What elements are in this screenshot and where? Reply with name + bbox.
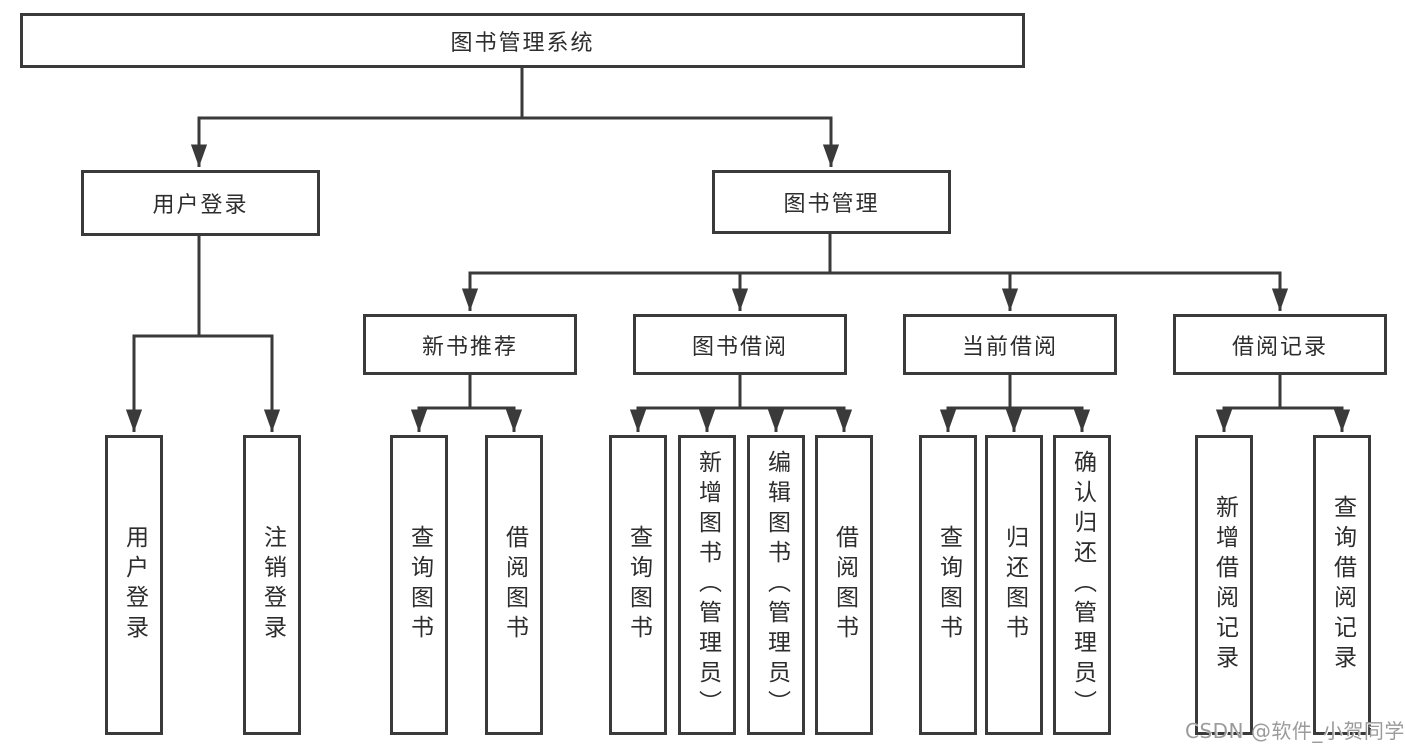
leaf-query-books-recommend: 查询图书 <box>390 435 448 735</box>
node-new-book-recommendation: 新书推荐 <box>363 314 577 375</box>
leaf-user-login-label: 用户登录 <box>121 525 148 645</box>
leaf-add-borrow-record-label: 新增借阅记录 <box>1211 495 1238 675</box>
node-book-borrowing: 图书借阅 <box>633 314 847 375</box>
node-library-system: 图书管理系统 <box>20 13 1025 68</box>
leaf-edit-books-admin-label: 编辑图书（管理员） <box>763 450 790 720</box>
leaf-query-borrow-record: 查询借阅记录 <box>1313 435 1371 735</box>
leaf-edit-books-admin: 编辑图书（管理员） <box>747 435 805 735</box>
leaf-return-books: 归还图书 <box>985 435 1043 735</box>
leaf-query-books-current: 查询图书 <box>919 435 977 735</box>
csdn-watermark: CSDN @软件_小贺同学 <box>1185 719 1405 743</box>
node-borrowing-records: 借阅记录 <box>1173 314 1387 375</box>
leaf-borrow-books-label: 借阅图书 <box>831 525 858 645</box>
node-book-management: 图书管理 <box>712 170 951 234</box>
node-user-login: 用户登录 <box>81 170 320 236</box>
leaf-logout: 注销登录 <box>243 435 301 735</box>
leaf-add-borrow-record: 新增借阅记录 <box>1195 435 1253 735</box>
leaf-query-borrow-record-label: 查询借阅记录 <box>1329 495 1356 675</box>
leaf-query-books-borrowing: 查询图书 <box>609 435 667 735</box>
leaf-confirm-return-admin-label: 确认归还（管理员） <box>1069 450 1096 720</box>
node-current-borrowing: 当前借阅 <box>903 314 1117 375</box>
leaf-logout-label: 注销登录 <box>259 525 286 645</box>
leaf-return-books-label: 归还图书 <box>1001 525 1028 645</box>
leaf-user-login: 用户登录 <box>105 435 163 735</box>
leaf-add-books-admin-label: 新增图书（管理员） <box>694 450 721 720</box>
leaf-borrow-books-recommend-label: 借阅图书 <box>501 525 528 645</box>
leaf-borrow-books-recommend: 借阅图书 <box>485 435 543 735</box>
leaf-add-books-admin: 新增图书（管理员） <box>678 435 736 735</box>
leaf-borrow-books: 借阅图书 <box>815 435 873 735</box>
leaf-query-books-current-label: 查询图书 <box>935 525 962 645</box>
leaf-confirm-return-admin: 确认归还（管理员） <box>1053 435 1111 735</box>
leaf-query-books-borrowing-label: 查询图书 <box>625 525 652 645</box>
leaf-query-books-recommend-label: 查询图书 <box>406 525 433 645</box>
